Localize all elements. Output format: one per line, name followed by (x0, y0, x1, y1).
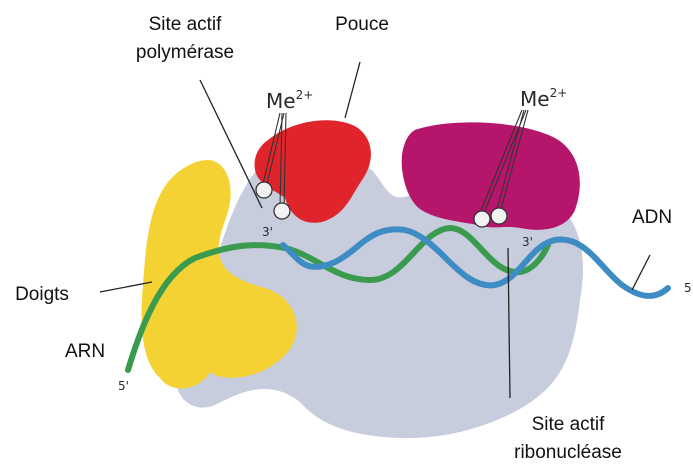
metal-ion (474, 211, 490, 227)
pointer-line-thumb (345, 62, 360, 118)
site-actif-polymerase-line2: polymérase (136, 42, 234, 63)
metal-ion (274, 203, 290, 219)
pouce-label: Pouce (335, 14, 389, 35)
me-label-right: Me2+ (520, 86, 567, 111)
metal-ion (256, 182, 272, 198)
five-prime-left: 5' (118, 379, 129, 393)
site-actif-polymerase-line1: Site actif (149, 14, 223, 35)
pointer-line-adn (632, 255, 650, 290)
adn-label: ADN (632, 207, 672, 228)
doigts-label: Doigts (15, 284, 69, 305)
five-prime-right: 5 (684, 281, 692, 295)
three-prime-left: 3' (262, 225, 273, 239)
site-actif-ribonuclease-line1: Site actif (532, 414, 606, 435)
metal-ion (491, 208, 507, 224)
arn-label: ARN (65, 341, 105, 362)
three-prime-right: 3' (522, 235, 533, 249)
site-actif-ribonuclease-line2: ribonucléase (514, 442, 622, 463)
me-label-left: Me2+ (266, 88, 313, 113)
